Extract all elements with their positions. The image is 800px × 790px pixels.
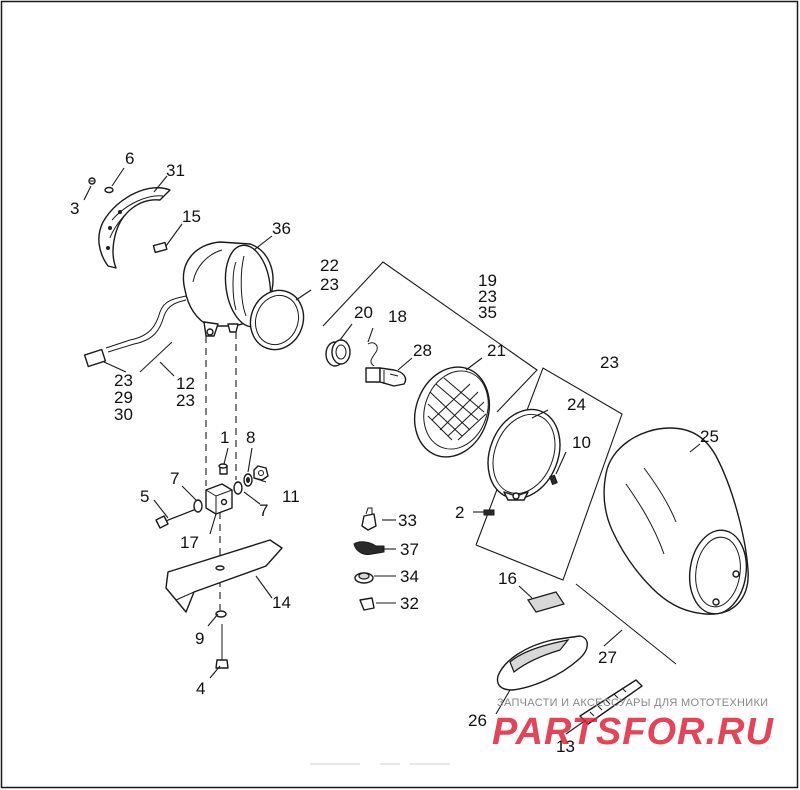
lens-part (413, 366, 491, 458)
wiring-harness-part (83, 295, 187, 373)
callout-5: 5 (140, 487, 149, 506)
nacelle-part (603, 427, 749, 615)
screw-part-2 (483, 509, 495, 516)
screw-part (88, 177, 114, 194)
bolt-part-5 (155, 508, 197, 529)
watermark: ЗАПЧАСТИ И АКСЕССУАРЫ ДЛЯ МОТОТЕХНИКИ PA… (492, 697, 774, 753)
grille-strip-part-13 (579, 679, 643, 725)
callout-33: 33 (398, 511, 417, 530)
callout-21: 21 (487, 341, 506, 360)
callout-10: 10 (572, 433, 591, 452)
callout-26: 26 (468, 711, 487, 730)
callout-30: 30 (114, 405, 133, 424)
socket-part (325, 339, 351, 367)
washer-part-9 (215, 610, 227, 618)
callout-2: 2 (455, 503, 464, 522)
callout-29: 29 (114, 388, 133, 407)
screw-part-10 (549, 474, 558, 486)
washer-part-8 (243, 473, 253, 487)
block-part-17 (205, 483, 233, 515)
cap-part-32 (359, 597, 375, 611)
leader-lines (83, 167, 701, 735)
callout-17: 17 (180, 533, 199, 552)
stud-part-1 (218, 463, 228, 475)
callout-9: 9 (195, 629, 204, 648)
terminal-part-37 (353, 541, 385, 555)
shroud-part-26 (496, 635, 588, 691)
washer-part-7b (233, 481, 243, 495)
callout-4: 4 (196, 679, 205, 698)
callout-7-a: 7 (170, 469, 179, 488)
callout-23-d: 23 (114, 371, 133, 390)
callout-18: 18 (388, 307, 407, 326)
callout-28: 28 (413, 341, 432, 360)
retaining-ring-part (487, 408, 561, 501)
callout-34: 34 (400, 567, 419, 586)
lamp-housing-part (182, 241, 274, 337)
callout-7-b: 7 (259, 501, 268, 520)
rod-part-27 (575, 583, 677, 665)
bulb-part (365, 367, 407, 387)
callout-15: 15 (182, 207, 201, 226)
callout-35: 35 (478, 303, 497, 322)
bolt-part-4 (215, 624, 229, 669)
callout-14: 14 (272, 593, 291, 612)
watermark-caption: ЗАПЧАСТИ И АКСЕССУАРЫ ДЛЯ МОТОТЕХНИКИ (497, 697, 768, 709)
group-outline-19 (322, 261, 538, 413)
washer-part-7a (193, 499, 203, 513)
callout-1: 1 (220, 428, 229, 447)
callout-25: 25 (700, 427, 719, 446)
bracket-part-15 (152, 241, 168, 254)
connector-part-33 (361, 507, 377, 531)
callout-36: 36 (272, 219, 291, 238)
callout-6: 6 (125, 149, 134, 168)
mount-plate-part (165, 539, 283, 613)
callout-19: 19 (478, 271, 497, 290)
callout-27: 27 (598, 648, 617, 667)
callout-13: 13 (556, 737, 575, 756)
callout-24: 24 (567, 395, 586, 414)
callout-11: 11 (282, 487, 300, 506)
callout-23-a: 23 (320, 275, 339, 294)
callout-37: 37 (400, 540, 419, 559)
grommet-part-34 (354, 572, 374, 584)
trim-ring-part (249, 289, 305, 351)
callout-31: 31 (166, 161, 185, 180)
watermark-logo: PARTSFOR.RU (492, 711, 774, 753)
label-part-16 (527, 591, 565, 613)
nut-part-11 (253, 465, 269, 481)
callout-23-e: 23 (176, 391, 195, 410)
callout-3: 3 (70, 199, 79, 218)
visor-part (98, 187, 171, 269)
callout-12: 12 (176, 374, 195, 393)
callout-20: 20 (354, 303, 373, 322)
callout-32: 32 (400, 594, 419, 613)
callout-labels: 3 6 31 15 36 22 23 19 23 35 20 18 28 21 … (70, 149, 719, 756)
callout-8: 8 (246, 428, 255, 447)
callout-16: 16 (498, 569, 517, 588)
callout-23-b: 23 (478, 287, 497, 306)
clip-part (367, 342, 378, 367)
callout-23-c: 23 (600, 353, 619, 372)
callout-22: 22 (320, 256, 339, 275)
